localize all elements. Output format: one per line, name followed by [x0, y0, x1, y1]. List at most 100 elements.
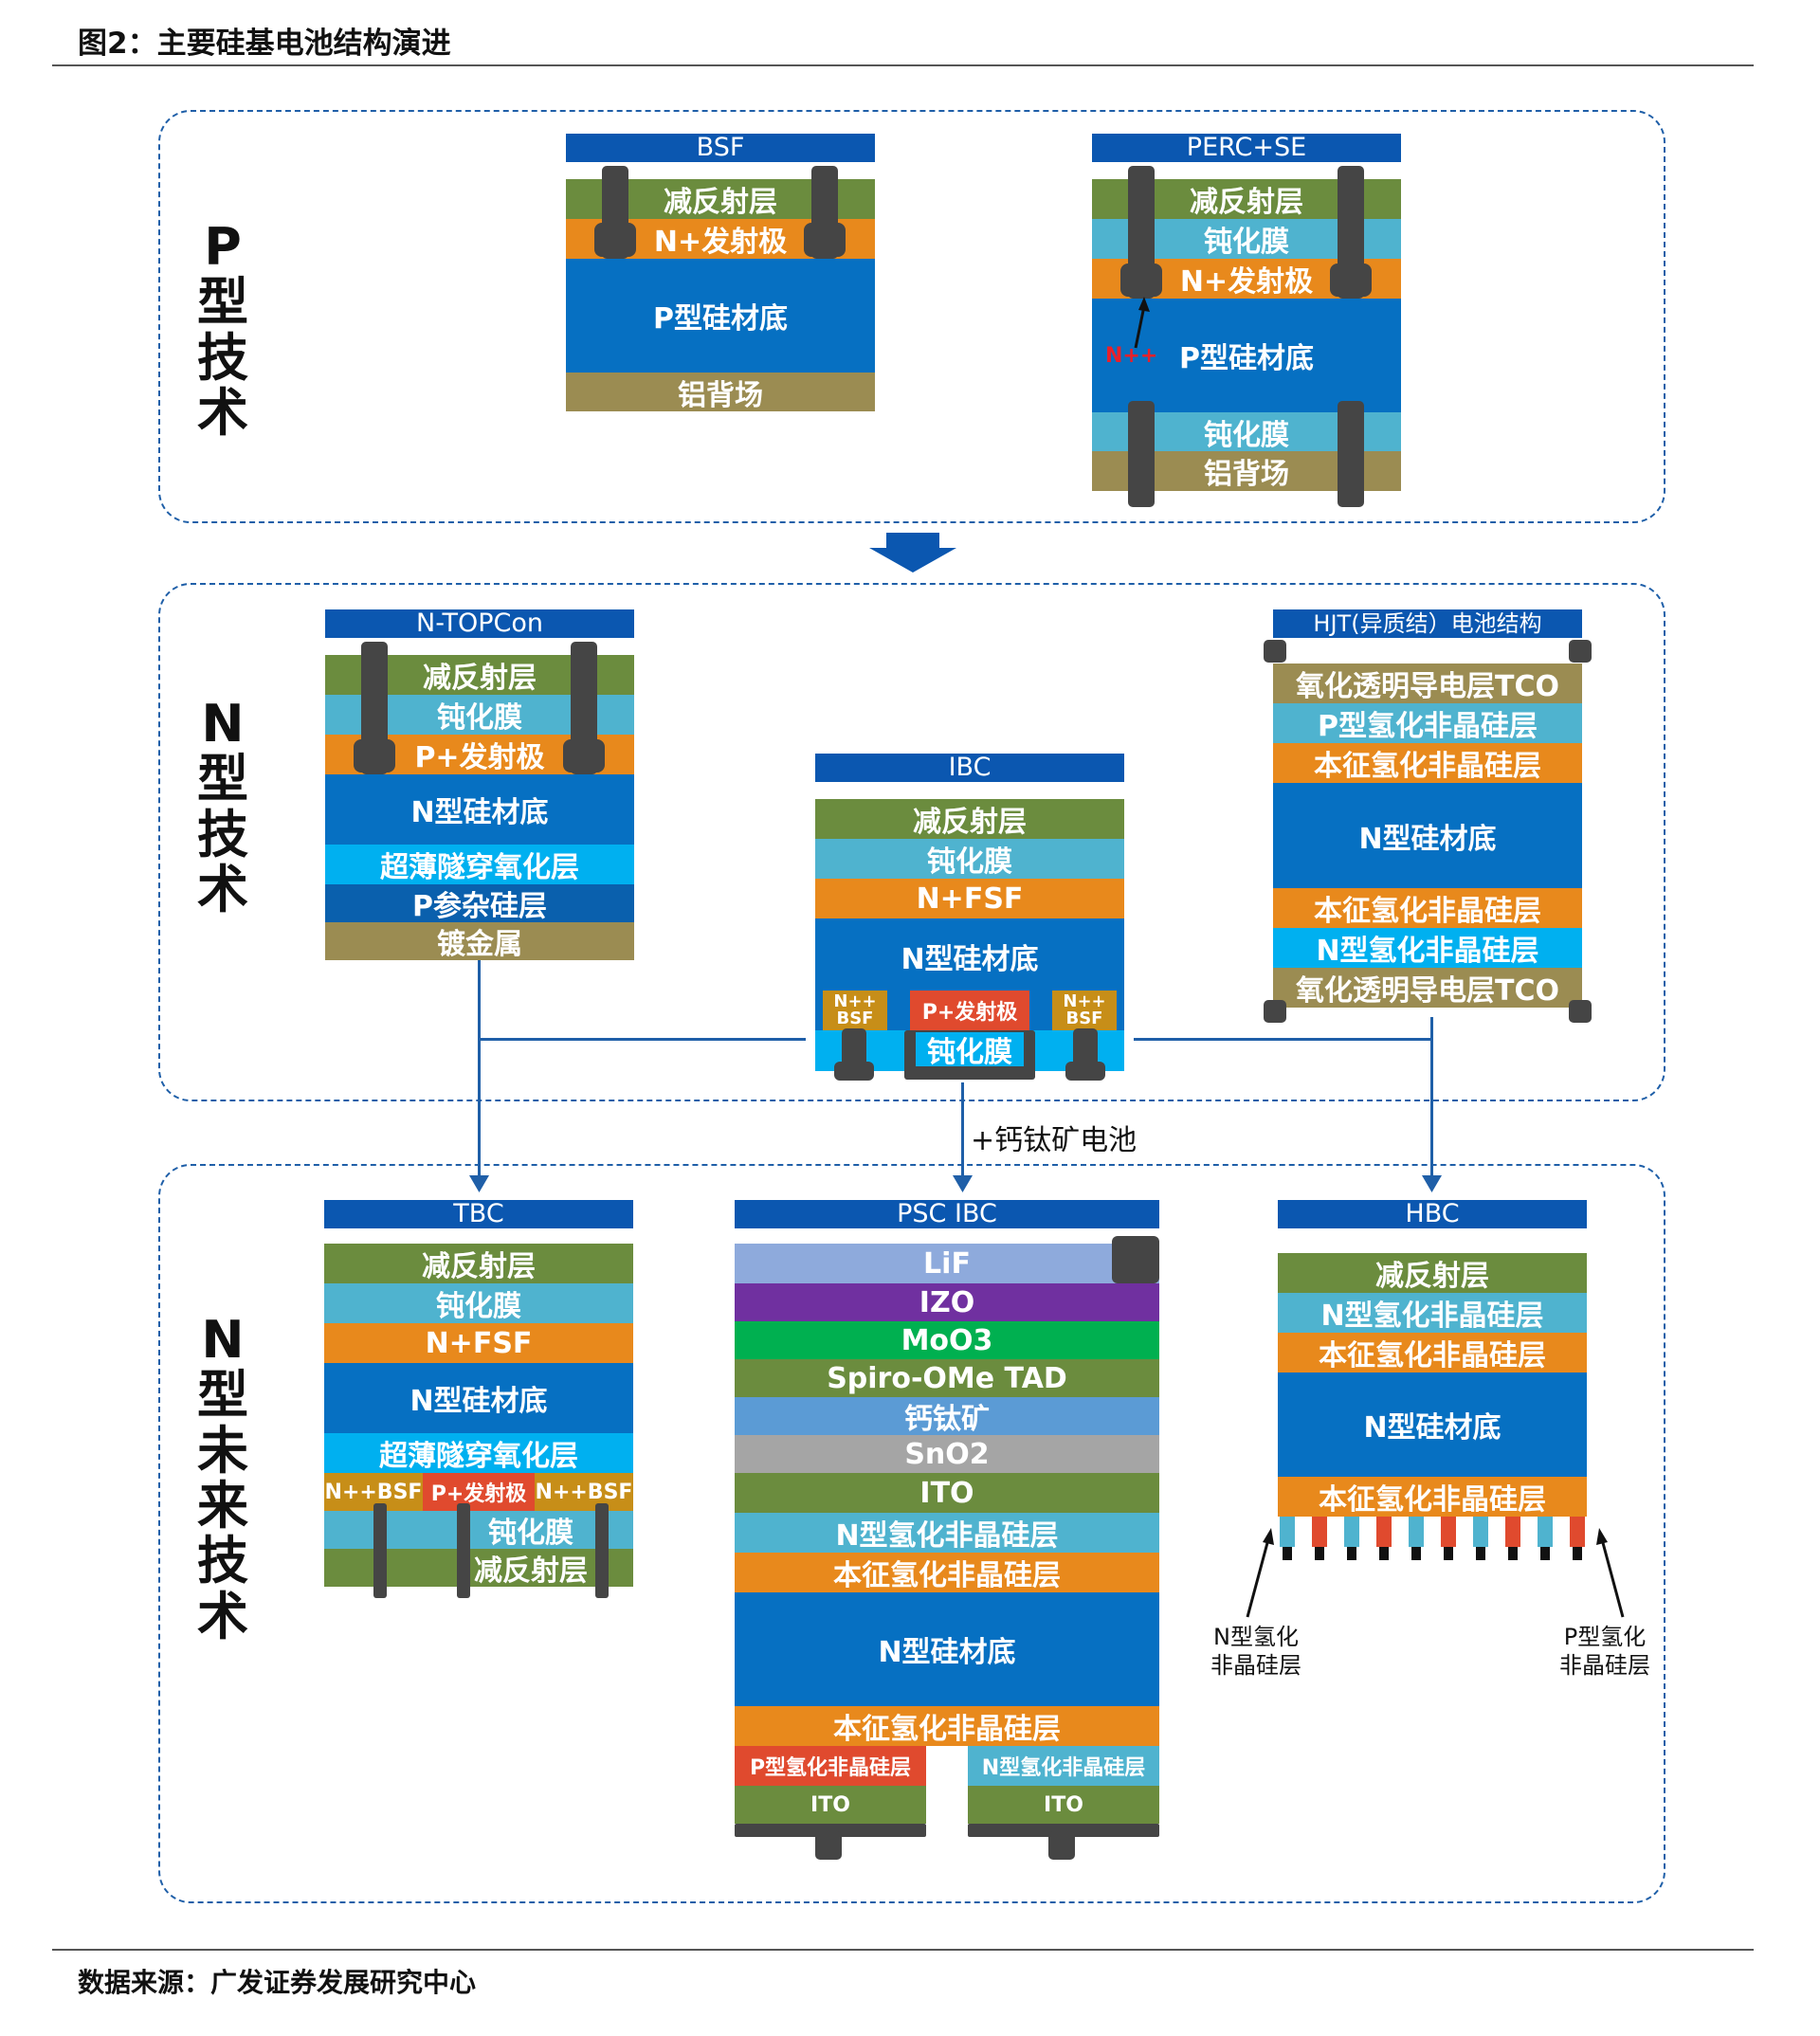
- hbc-finger-contact: [1444, 1547, 1453, 1560]
- tbc-fsf-layer: N+FSF: [324, 1323, 633, 1363]
- psc-moo3-layer: MoO3: [735, 1321, 1159, 1359]
- psc-ito-bottom-left: ITO: [735, 1786, 926, 1824]
- p-type-label-char: 技: [197, 327, 248, 388]
- psc-rear-contact: [815, 1831, 842, 1860]
- ibc-bsf-right-line: BSF: [1065, 1009, 1103, 1028]
- bsf-substrate-layer: P型硅材底: [566, 259, 875, 373]
- ibc-p-emitter: P+发射极: [910, 991, 1029, 1030]
- hjt-p-asi: P型氢化非晶硅层: [1273, 703, 1582, 743]
- hbc-finger-contact: [1540, 1547, 1550, 1560]
- ibc-contact-right: [1073, 1028, 1098, 1066]
- hjt-i-asi-top: 本征氢化非晶硅层: [1273, 743, 1582, 783]
- topcon-title: N-TOPCon: [325, 609, 634, 638]
- n-future-label-char: 未: [197, 1420, 248, 1481]
- n-future-label-char: 技: [197, 1531, 248, 1591]
- down-arrow-icon: [869, 533, 956, 573]
- hbc-n-annotation: N型氢化 非晶硅层: [1204, 1623, 1308, 1680]
- psc-title: PSC IBC: [735, 1200, 1159, 1228]
- n-future-label-char: 来: [197, 1475, 248, 1536]
- ibc-passivation-layer: 钝化膜: [815, 839, 1124, 879]
- psc-ito-layer: ITO: [735, 1473, 1159, 1513]
- hbc-finger-contact: [1573, 1547, 1582, 1560]
- hjt-contact: [1264, 640, 1286, 663]
- perc-cell: PERC+SE 减反射层 钝化膜 N+发射极 P型硅材底 钝化膜 铝背场 N++: [1092, 134, 1401, 507]
- tbc-cell: TBC 减反射层 钝化膜 N+FSF N型硅材底 超薄隧穿氧化层 N++BSF …: [324, 1200, 633, 1598]
- ibc-bsf-left-line: N++: [833, 991, 877, 1011]
- bsf-cell: BSF 减反射层 N+发射极 P型硅材底 铝背场: [566, 134, 875, 411]
- psc-n-asi-layer: N型氢化非晶硅层: [735, 1513, 1159, 1553]
- psc-rear-contact: [1048, 1831, 1075, 1860]
- topcon-tunnel-oxide-layer: 超薄隧穿氧化层: [325, 845, 634, 884]
- p-type-label: P 型 技 术: [185, 217, 261, 441]
- hjt-tco-top: 氧化透明导电层TCO: [1273, 664, 1582, 703]
- hbc-finger-contact: [1315, 1547, 1324, 1560]
- p-type-label-char: P: [204, 217, 242, 277]
- hbc-p-annotation-line: P型氢化: [1563, 1624, 1647, 1650]
- hjt-title: HJT(异质结）电池结构: [1273, 609, 1582, 638]
- topcon-doped-poly-layer: P参杂硅层: [325, 884, 634, 922]
- hbc-finger: [1570, 1517, 1585, 1547]
- hjt-contact: [1569, 1000, 1592, 1023]
- hbc-finger: [1473, 1517, 1488, 1547]
- hbc-finger-contact: [1476, 1547, 1485, 1560]
- psc-n-asi-bottom: N型氢化非晶硅层: [968, 1746, 1159, 1786]
- np-arrow-icon: [1134, 297, 1150, 349]
- perc-rear-contact: [1128, 401, 1155, 507]
- topcon-front-contact: [354, 739, 395, 773]
- np-label: N++: [1105, 344, 1158, 368]
- hbc-finger: [1538, 1517, 1553, 1547]
- n-future-label: N 型 未 来 技 术: [185, 1310, 261, 1646]
- hbc-finger-contact: [1411, 1547, 1421, 1560]
- hjt-n-asi: N型氢化非晶硅层: [1273, 928, 1582, 968]
- bottom-rule: [52, 1949, 1754, 1951]
- tbc-contact: [595, 1503, 609, 1598]
- psc-rear-contact: [735, 1824, 926, 1837]
- n-future-label-char: N: [201, 1310, 245, 1370]
- tbc-rear-passivation: 钝化膜: [324, 1511, 633, 1549]
- hbc-finger: [1344, 1517, 1359, 1547]
- n-future-group: [158, 1164, 1665, 1903]
- bsf-front-contact: [804, 223, 846, 257]
- hbc-n-asi-layer: N型氢化非晶硅层: [1278, 1293, 1587, 1333]
- n-future-label-char: 型: [197, 1365, 248, 1426]
- perc-front-contact: [1330, 264, 1372, 297]
- tbc-contact: [373, 1503, 387, 1598]
- psc-spiro-layer: Spiro-OMe TAD: [735, 1359, 1159, 1397]
- tbc-passivation-layer: 钝化膜: [324, 1283, 633, 1323]
- ibc-rear-passivation: 钝化膜: [916, 1032, 1024, 1066]
- tbc-p-emitter: P+发射极: [423, 1473, 535, 1511]
- p-type-label-char: 型: [197, 272, 248, 333]
- psc-izo-layer: IZO: [735, 1283, 1159, 1321]
- top-rule: [52, 64, 1754, 66]
- tbc-rear-arc: 减反射层: [324, 1549, 633, 1587]
- psc-p-asi-bottom: P型氢化非晶硅层: [735, 1746, 926, 1786]
- ibc-bsf-right-line: N++: [1063, 991, 1106, 1011]
- hjt-contact: [1569, 640, 1592, 663]
- hbc-finger: [1280, 1517, 1295, 1547]
- hbc-n-annotation-line: N型氢化: [1213, 1624, 1299, 1650]
- hjt-tco-bottom: 氧化透明导电层TCO: [1273, 968, 1582, 1008]
- psc-cell: PSC IBC LiF IZO MoO3 Spiro-OMe TAD 钙钛矿 S…: [735, 1200, 1159, 1863]
- perc-title: PERC+SE: [1092, 134, 1401, 162]
- n-type-group: [158, 583, 1665, 1101]
- hbc-finger-contact: [1347, 1547, 1356, 1560]
- topcon-front-contact: [563, 739, 605, 773]
- topcon-substrate-layer: N型硅材底: [325, 774, 634, 845]
- hjt-cell: HJT(异质结）电池结构 氧化透明导电层TCO P型氢化非晶硅层 本征氢化非晶硅…: [1264, 609, 1592, 1023]
- connector-ibc-psc: [961, 1082, 964, 1181]
- psc-rear-contact: [968, 1824, 1159, 1837]
- hbc-cell: HBC 减反射层 N型氢化非晶硅层 本征氢化非晶硅层 N型硅材底 本征氢化非晶硅…: [1278, 1200, 1587, 1560]
- ibc-bsf-right: N++ BSF: [1052, 991, 1117, 1030]
- tbc-substrate-layer: N型硅材底: [324, 1363, 633, 1433]
- tbc-bsf-left: N++BSF: [324, 1473, 423, 1511]
- n-type-label-char: 技: [197, 804, 248, 864]
- perc-substrate-layer: P型硅材底: [1092, 299, 1401, 412]
- ibc-contact-right: [1065, 1062, 1105, 1081]
- ibc-arc-layer: 减反射层: [815, 799, 1124, 839]
- hbc-n-annotation-line: 非晶硅层: [1210, 1652, 1301, 1679]
- n-future-label-char: 术: [197, 1586, 248, 1646]
- tbc-title: TBC: [324, 1200, 633, 1228]
- hbc-i-asi-bottom-layer: 本征氢化非晶硅层: [1278, 1477, 1587, 1517]
- hjt-contact: [1264, 1000, 1286, 1023]
- arrowhead-icon: [469, 1175, 489, 1192]
